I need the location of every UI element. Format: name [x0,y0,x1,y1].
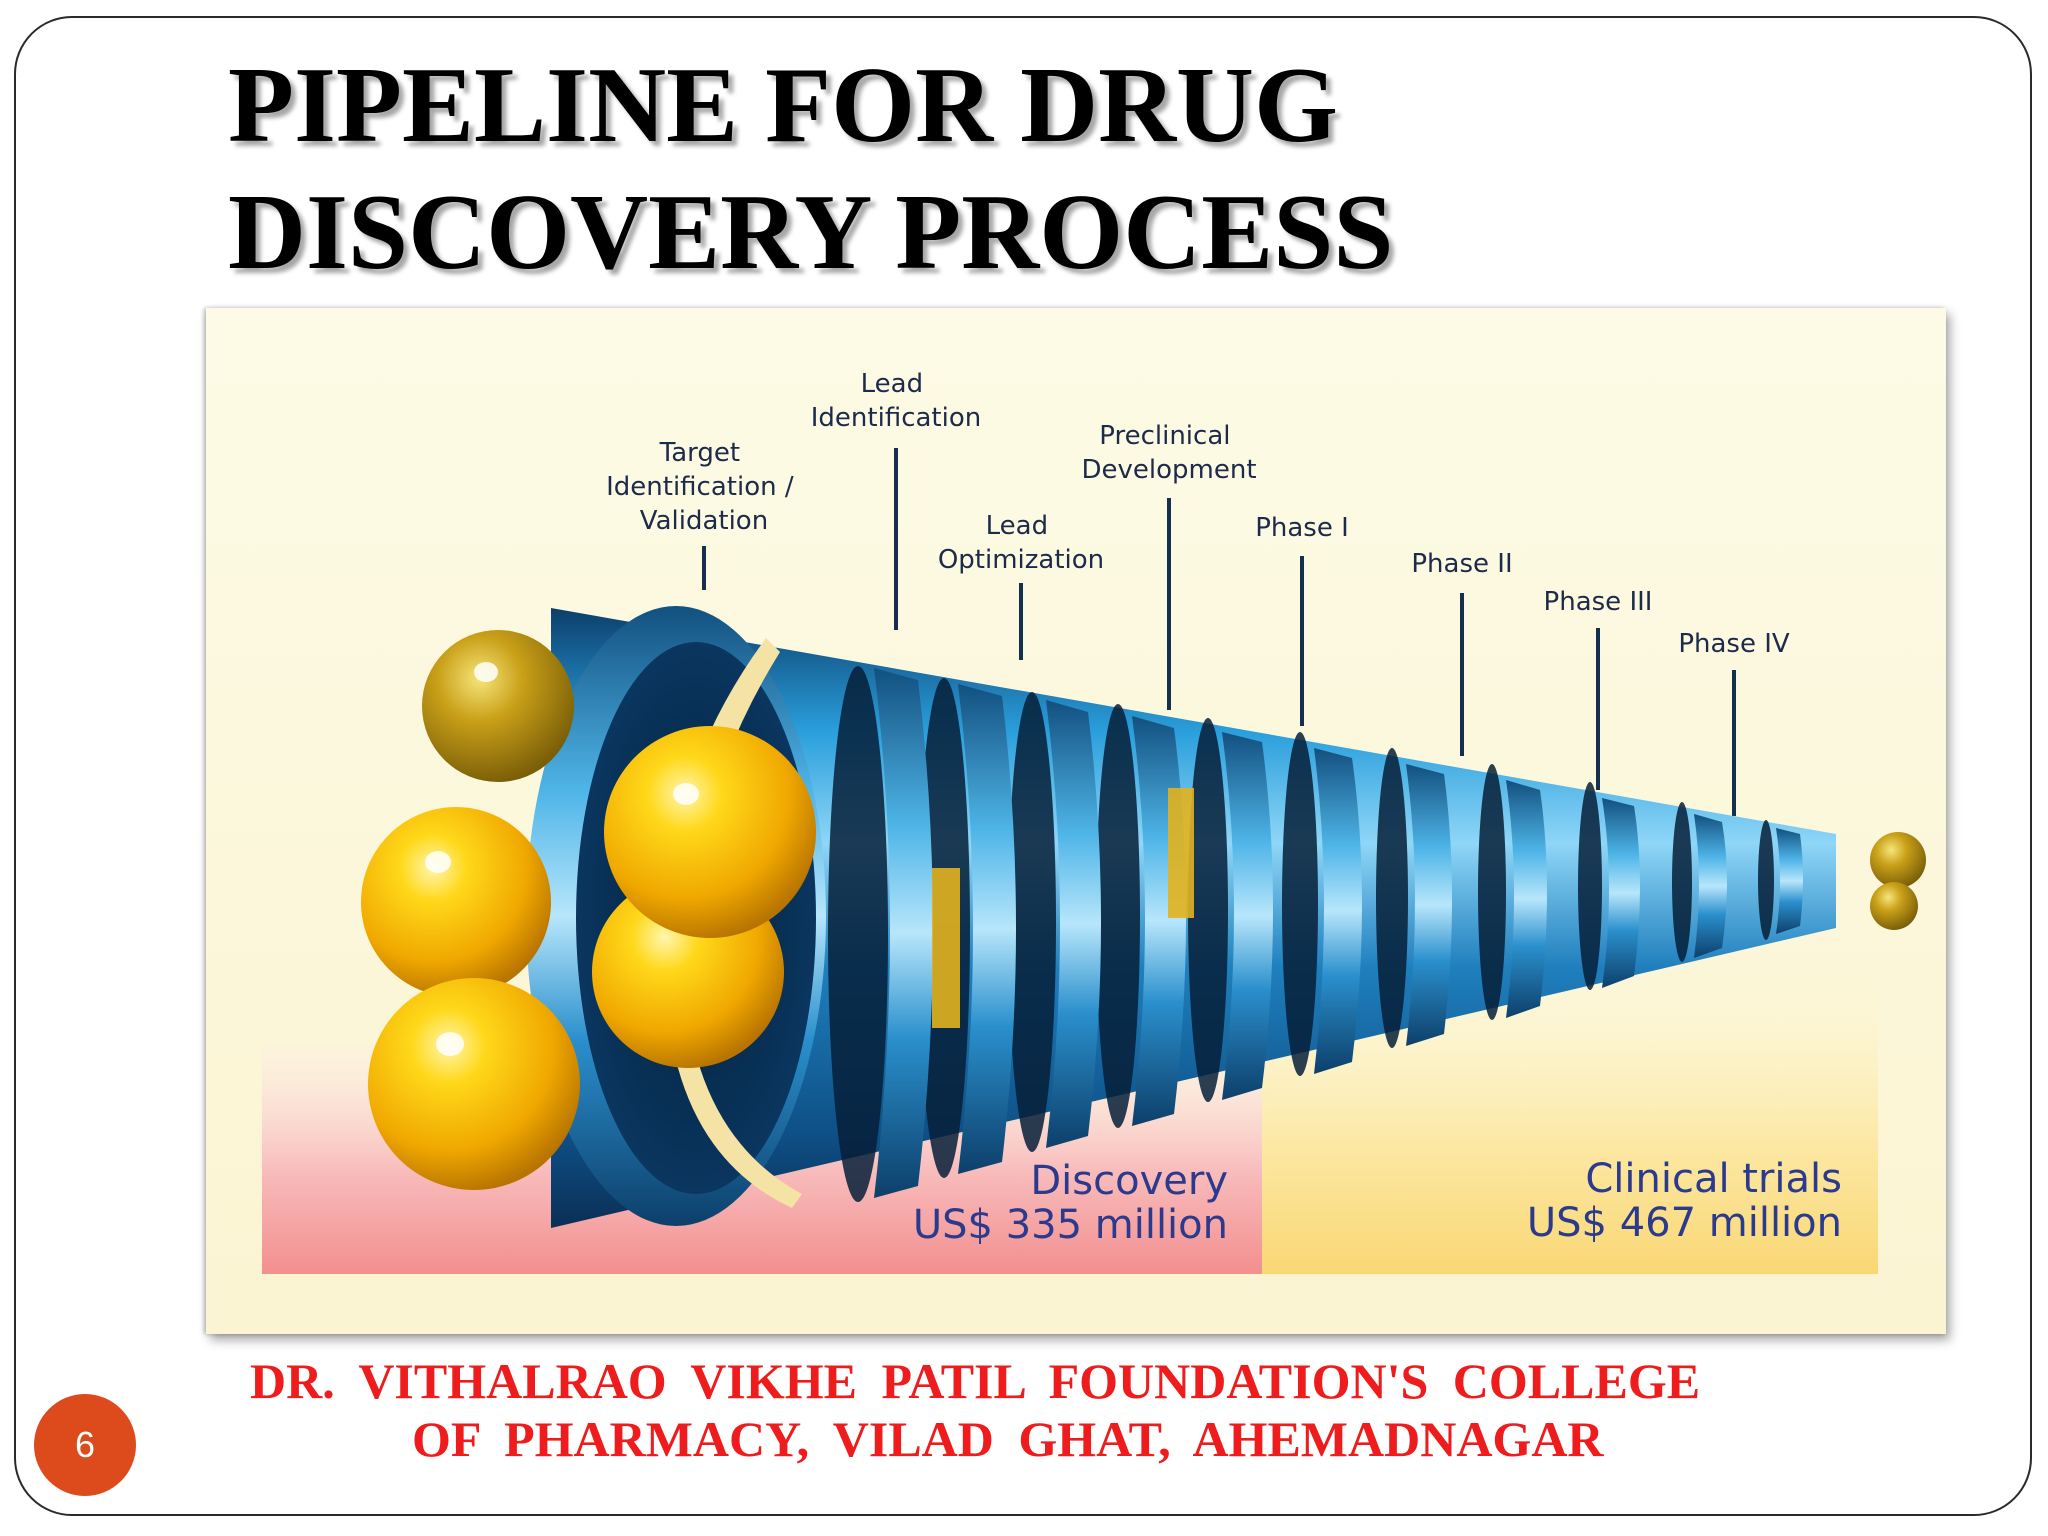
pipeline-rings [874,668,1803,1198]
stage-label-lead-identification: Lead Identification [811,369,981,433]
compound-spheres [361,630,1926,1190]
slide-number-badge: 6 [34,1394,136,1496]
clinical-label: Clinical trials [1585,1156,1842,1202]
college-name-footer: DR. VITHALRAO VIKHE PATIL FOUNDATION'S C… [200,1352,1760,1468]
stage-leader-lines [702,448,1736,816]
drug-discovery-pipeline-figure: Target Identification / Validation Lead … [206,308,1946,1334]
stage-label-target-identification: Target Identification / Validation [606,438,802,536]
title-line-1: PIPELINE FOR DRUG [228,46,1339,165]
stage-labels: Target Identification / Validation Lead … [606,369,1790,659]
pipeline-illustration: Target Identification / Validation Lead … [206,308,1946,1334]
candidate-block [932,868,960,1028]
stage-label-phase-3: Phase III [1544,587,1653,617]
ring-gaps [828,666,1774,1202]
candidate-block [1168,788,1194,918]
stage-label-preclinical-development: Preclinical Development [1081,421,1256,485]
footer-line-1: DR. VITHALRAO VIKHE PATIL FOUNDATION'S C… [250,1353,1701,1409]
title-line-2: DISCOVERY PROCESS [228,173,1394,292]
cost-labels: Discovery US$ 335 million Clinical trial… [913,1156,1842,1248]
footer-line-2: OF PHARMACY, VILAD GHAT, AHEMADNAGAR [412,1411,1604,1467]
clinical-cost: US$ 467 million [1527,1200,1842,1246]
sphere-highlights [425,662,699,1056]
discovery-cost: US$ 335 million [913,1202,1228,1248]
stage-label-phase-4: Phase IV [1678,629,1790,659]
slide-title: PIPELINE FOR DRUG DISCOVERY PROCESS [228,42,1728,296]
stage-label-phase-2: Phase II [1411,549,1512,579]
stage-label-phase-1: Phase I [1255,513,1349,543]
stage-label-lead-optimization: Lead Optimization [938,511,1104,575]
discovery-label: Discovery [1030,1158,1228,1204]
